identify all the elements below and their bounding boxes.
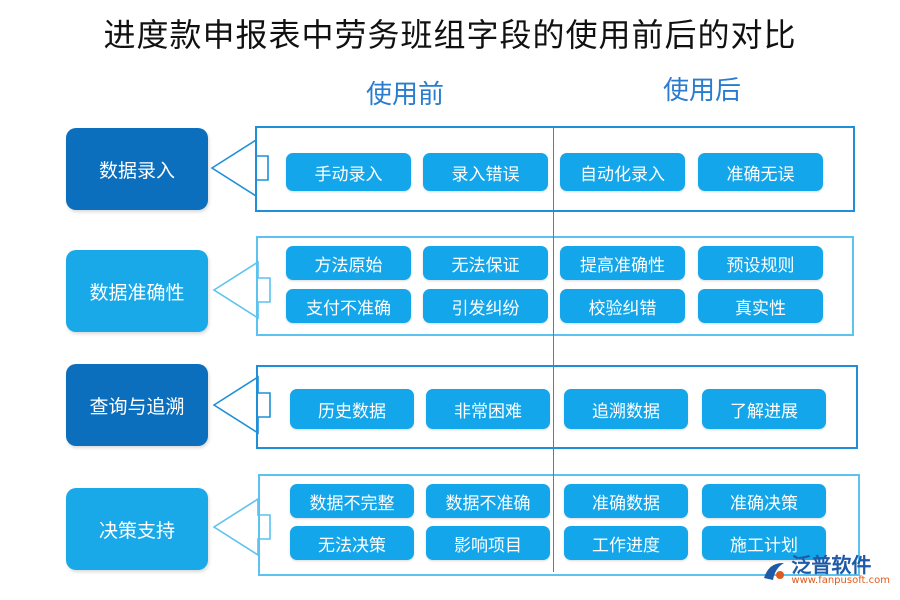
before-item: 非常困难 (426, 389, 550, 429)
before-item: 手动录入 (286, 153, 411, 191)
before-item: 数据不完整 (290, 484, 414, 518)
row-label-query: 查询与追溯 (66, 364, 208, 446)
before-item: 历史数据 (290, 389, 414, 429)
after-item: 施工计划 (702, 526, 826, 560)
row-panel-decision (258, 474, 860, 576)
before-item: 录入错误 (423, 153, 548, 191)
column-header-after: 使用后 (662, 76, 741, 106)
after-item: 准确无误 (698, 153, 823, 191)
brand-logo: 泛普软件 www.fanpusoft.com (761, 552, 890, 590)
after-item: 校验纠错 (560, 289, 685, 323)
row-label-data-entry: 数据录入 (66, 128, 208, 210)
before-item: 影响项目 (426, 526, 550, 560)
after-item: 预设规则 (698, 246, 823, 280)
logo-icon (764, 562, 785, 580)
row-panel-data-entry (255, 126, 855, 212)
before-item: 支付不准确 (286, 289, 411, 323)
logo-name: 泛普软件 (791, 553, 872, 577)
before-item: 无法保证 (423, 246, 548, 280)
row-label-decision: 决策支持 (66, 488, 208, 570)
after-item: 了解进展 (702, 389, 826, 429)
row-panel-accuracy (256, 236, 854, 336)
after-item: 提高准确性 (560, 246, 685, 280)
after-item: 准确数据 (564, 484, 688, 518)
before-after-divider (553, 128, 554, 572)
after-item: 准确决策 (702, 484, 826, 518)
after-item: 自动化录入 (560, 153, 685, 191)
before-item: 数据不准确 (426, 484, 550, 518)
before-item: 引发纠纷 (423, 289, 548, 323)
before-item: 方法原始 (286, 246, 411, 280)
logo-url: www.fanpusoft.com (791, 575, 890, 586)
after-item: 追溯数据 (564, 389, 688, 429)
diagram-title: 进度款申报表中劳务班组字段的使用前后的对比 (103, 16, 797, 54)
after-item: 真实性 (698, 289, 823, 323)
after-item: 工作进度 (564, 526, 688, 560)
row-label-accuracy: 数据准确性 (66, 250, 208, 332)
row-panel-query (256, 365, 858, 449)
before-item: 无法决策 (290, 526, 414, 560)
column-header-before: 使用前 (365, 80, 444, 110)
